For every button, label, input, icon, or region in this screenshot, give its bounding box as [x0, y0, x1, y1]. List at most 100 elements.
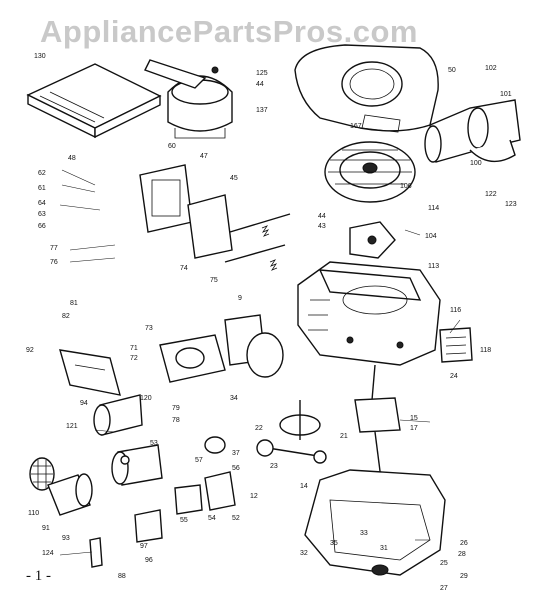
watermark-text: AppliancePartsPros.com — [40, 14, 418, 49]
callout-125: 125 — [256, 70, 268, 77]
callout-44-b: 44 — [318, 213, 326, 220]
callout-97: 97 — [140, 543, 148, 550]
page-number: - 1 - — [26, 568, 51, 584]
callout-55: 55 — [180, 517, 188, 524]
callout-88: 88 — [118, 573, 126, 580]
callout-52: 52 — [232, 515, 240, 522]
filter-cup — [47, 473, 93, 516]
callout-73: 73 — [145, 325, 153, 332]
callout-35: 35 — [330, 540, 338, 547]
callout-31: 31 — [380, 545, 388, 552]
air-filter-element — [26, 63, 162, 139]
callout-81: 81 — [70, 300, 78, 307]
valve-assembly — [224, 213, 291, 271]
carburetor — [159, 314, 284, 383]
callout-27: 27 — [440, 585, 448, 592]
callout-61: 61 — [38, 185, 46, 192]
callout-123: 123 — [505, 201, 517, 208]
callout-24: 24 — [450, 373, 458, 380]
callout-43: 43 — [318, 223, 326, 230]
callout-22: 22 — [255, 425, 263, 432]
breather-plate — [439, 327, 473, 363]
callout-21: 21 — [340, 433, 348, 440]
callout-33: 33 — [360, 530, 368, 537]
carburetor-plate — [139, 164, 233, 259]
cylinder-block — [297, 261, 441, 366]
callout-74: 74 — [180, 265, 188, 272]
callout-54: 54 — [208, 515, 216, 522]
callout-37: 37 — [232, 450, 240, 457]
callout-labels: 130 125 44 137 60 102 101 167 50 100 62 … — [26, 53, 517, 592]
filter-screen — [29, 457, 55, 491]
callout-76: 76 — [50, 259, 58, 266]
callout-100: 100 — [470, 160, 482, 167]
callout-15: 15 — [410, 415, 418, 422]
callout-34: 34 — [230, 395, 238, 402]
callout-122: 122 — [485, 191, 497, 198]
crankshaft — [354, 364, 401, 511]
callout-120: 120 — [140, 395, 152, 402]
callout-75: 75 — [210, 277, 218, 284]
callout-29: 29 — [460, 573, 468, 580]
callout-77: 77 — [50, 245, 58, 252]
connecting-rod — [256, 439, 327, 464]
misc-small-parts — [89, 436, 236, 568]
callout-110: 110 — [28, 510, 39, 517]
intake-tube — [93, 394, 143, 436]
callout-91: 91 — [42, 525, 50, 532]
callout-94: 94 — [80, 400, 88, 407]
callout-12: 12 — [250, 493, 258, 500]
callout-102: 102 — [485, 65, 497, 72]
callout-45: 45 — [230, 175, 238, 182]
callout-53: 53 — [150, 440, 158, 447]
ignition-coil — [349, 221, 396, 259]
callout-116: 116 — [450, 307, 461, 314]
callout-96: 96 — [145, 557, 153, 564]
callout-79: 79 — [172, 405, 180, 412]
callout-124: 124 — [42, 550, 54, 557]
callout-26: 26 — [460, 540, 468, 547]
callout-82: 82 — [62, 313, 70, 320]
callout-93: 93 — [62, 535, 70, 542]
callout-118: 118 — [480, 347, 491, 354]
callout-106: 106 — [400, 183, 412, 190]
callout-72: 72 — [130, 355, 138, 362]
control-bracket — [59, 349, 121, 396]
callout-64: 64 — [38, 200, 46, 207]
cylinder-sleeve — [111, 444, 163, 486]
callout-32: 32 — [300, 550, 308, 557]
callout-57: 57 — [195, 457, 203, 464]
callout-14: 14 — [300, 483, 308, 490]
callout-114: 114 — [428, 205, 439, 212]
callout-9: 9 — [238, 295, 242, 302]
callout-44: 44 — [256, 81, 264, 88]
muffler — [424, 99, 521, 163]
leader-lines — [59, 169, 461, 556]
callout-50: 50 — [448, 67, 456, 74]
callout-130: 130 — [34, 53, 46, 60]
callout-25: 25 — [440, 560, 448, 567]
callout-167: 167 — [350, 123, 362, 130]
callout-62: 62 — [38, 170, 46, 177]
callout-121: 121 — [66, 423, 78, 430]
air-cleaner-housing — [144, 59, 233, 139]
callout-104: 104 — [425, 233, 437, 240]
callout-48: 48 — [68, 155, 76, 162]
callout-78: 78 — [172, 417, 180, 424]
callout-66: 66 — [38, 223, 46, 230]
callout-60: 60 — [168, 143, 176, 150]
callout-47: 47 — [200, 153, 208, 160]
callout-113: 113 — [428, 263, 439, 270]
callout-137: 137 — [256, 107, 268, 114]
callout-92: 92 — [26, 347, 34, 354]
crankcase-base — [304, 469, 446, 576]
callout-17: 17 — [410, 425, 418, 432]
callout-28: 28 — [458, 551, 466, 558]
callout-101: 101 — [500, 91, 512, 98]
blower-housing — [294, 44, 439, 133]
flywheel — [324, 141, 416, 203]
callout-56: 56 — [232, 465, 240, 472]
callout-23: 23 — [270, 463, 278, 470]
cam-gear — [279, 400, 321, 440]
